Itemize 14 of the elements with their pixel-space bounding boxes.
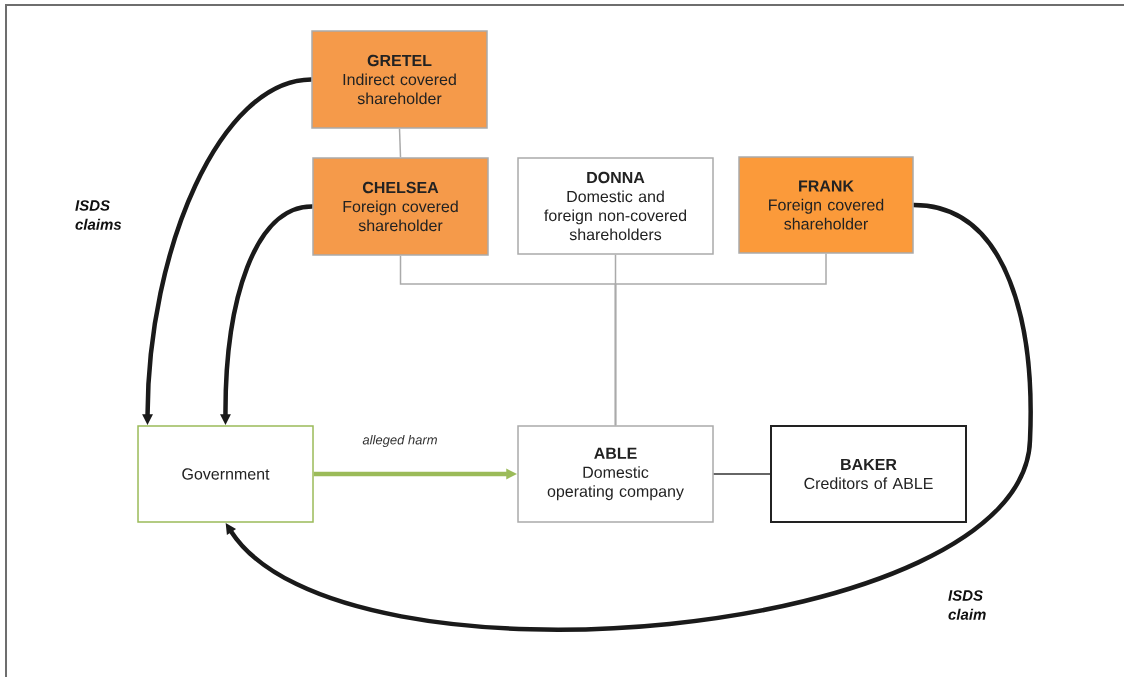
arrow [225, 202, 1033, 632]
entity-box: CHELSEA Foreign covered shareholder [312, 157, 489, 256]
entity-box: FRANK Foreign covered shareholder [738, 156, 914, 254]
connector-line [713, 473, 771, 475]
entity-box: Government [137, 425, 314, 523]
entity-box: BAKER Creditors of ABLE [770, 425, 967, 523]
connector-line [614, 253, 827, 426]
connector-line [398, 128, 402, 158]
edge-label: alleged harm [360, 432, 440, 450]
entity-box: GRETEL Indirect covered shareholder [311, 30, 488, 129]
entity-box: ABLE Domestic operating company [517, 425, 714, 523]
annotation-label: ISDS claim [948, 590, 986, 620]
entity-box: DONNA Domestic and foreign non-covered shareholders [517, 157, 714, 255]
annotation-label: ISDS claims [75, 200, 122, 230]
